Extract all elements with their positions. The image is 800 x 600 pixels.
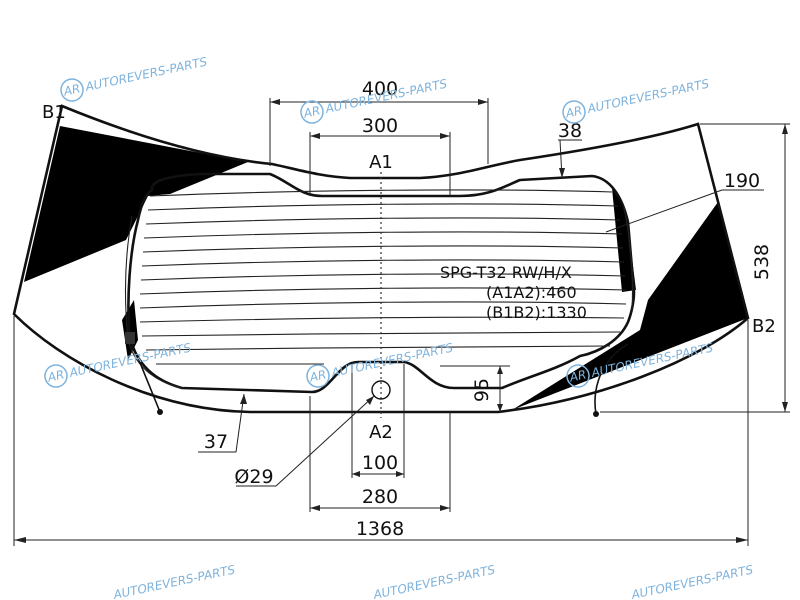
- point-b2-label: B2: [752, 316, 776, 337]
- dim-hole-diameter-label: Ø29: [234, 466, 273, 488]
- heat-bus-right: [623, 205, 634, 311]
- heat-line: [145, 345, 611, 351]
- dim-bottom-depth-label: 95: [471, 378, 493, 402]
- heat-line: [139, 287, 627, 295]
- spec-a1a2: (A1A2):460: [486, 283, 577, 302]
- connector-wire-right: [594, 343, 629, 415]
- watermark-text: AUTOREVERS-PARTS: [111, 562, 236, 600]
- point-a2-label: A2: [369, 422, 393, 443]
- spec-code: SPG-T32 RW/H/X: [440, 263, 572, 282]
- dim-bottom-offset-label: 37: [204, 431, 228, 453]
- watermark-logo: AR: [307, 367, 327, 384]
- dim-bottom-offset: [198, 393, 247, 453]
- watermark-text: AUTOREVERS-PARTS: [585, 76, 710, 116]
- dim-bottom-depth: [440, 365, 510, 412]
- frit-right-upper: [612, 188, 636, 292]
- frit-left-upper: [24, 126, 248, 282]
- watermark-text: AUTOREVERS-PARTS: [629, 562, 754, 600]
- heat-line: [147, 203, 619, 211]
- spec-b1b2: (B1B2):1330: [486, 303, 587, 322]
- heat-line: [139, 301, 627, 309]
- dim-notch-small: [351, 364, 405, 478]
- heat-line: [145, 217, 621, 225]
- heat-line: [149, 189, 613, 197]
- dim-overall-width-label: 1368: [356, 518, 404, 540]
- dim-side-offset-label: 190: [724, 170, 760, 192]
- dim-height-label: 538: [751, 244, 773, 280]
- watermark-text: AUTOREVERS-PARTS: [371, 562, 496, 600]
- connector-terminal-left: [125, 332, 135, 344]
- mounting-hole: [371, 380, 391, 400]
- heating-grid: [124, 189, 634, 389]
- watermark-logo: AR: [45, 367, 65, 384]
- glass-outer-contour: [12, 104, 750, 414]
- watermark: AR AUTOREVERS-PARTS: [60, 54, 209, 102]
- dim-height: [600, 123, 790, 413]
- watermark: AR AUTOREVERS-PARTS: [562, 76, 711, 124]
- heat-line: [141, 331, 621, 337]
- dim-notch-large: [309, 396, 451, 512]
- connector-end-right: [593, 411, 599, 417]
- watermark-text: AUTOREVERS-PARTS: [83, 54, 208, 94]
- dim-top-offset: [558, 139, 582, 179]
- connector-wire-left: [129, 337, 161, 413]
- heat-line: [143, 231, 623, 239]
- dim-top-inner-label: 300: [362, 115, 398, 137]
- heat-line: [141, 259, 625, 267]
- dim-notch-small-label: 100: [362, 452, 398, 474]
- dim-top-inner: [309, 132, 451, 196]
- dim-notch-large-label: 280: [362, 486, 398, 508]
- watermark-logo: AR: [563, 103, 583, 120]
- dim-hole-diameter: [236, 395, 375, 487]
- heat-line: [140, 273, 626, 281]
- watermark-text: AUTOREVERS-PARTS: [329, 340, 454, 380]
- watermark: AUTOREVERS-PARTS: [371, 562, 496, 600]
- dim-top-outer-label: 400: [362, 78, 398, 100]
- frit-right-lower: [512, 202, 748, 410]
- dim-overall-width: [13, 316, 749, 546]
- dim-side-offset: [605, 189, 764, 233]
- watermark-logo: AR: [567, 367, 587, 384]
- dim-top-offset-label: 38: [558, 120, 582, 142]
- point-a1-label: A1: [369, 152, 393, 173]
- heat-line: [142, 245, 624, 253]
- watermark: AUTOREVERS-PARTS: [111, 562, 236, 600]
- watermark-logo: AR: [61, 81, 81, 98]
- connector-end-left: [157, 409, 163, 415]
- heat-line: [139, 316, 625, 323]
- point-b1-label: B1: [42, 102, 66, 123]
- watermark-logo: AR: [301, 103, 321, 120]
- watermark: AUTOREVERS-PARTS: [629, 562, 754, 600]
